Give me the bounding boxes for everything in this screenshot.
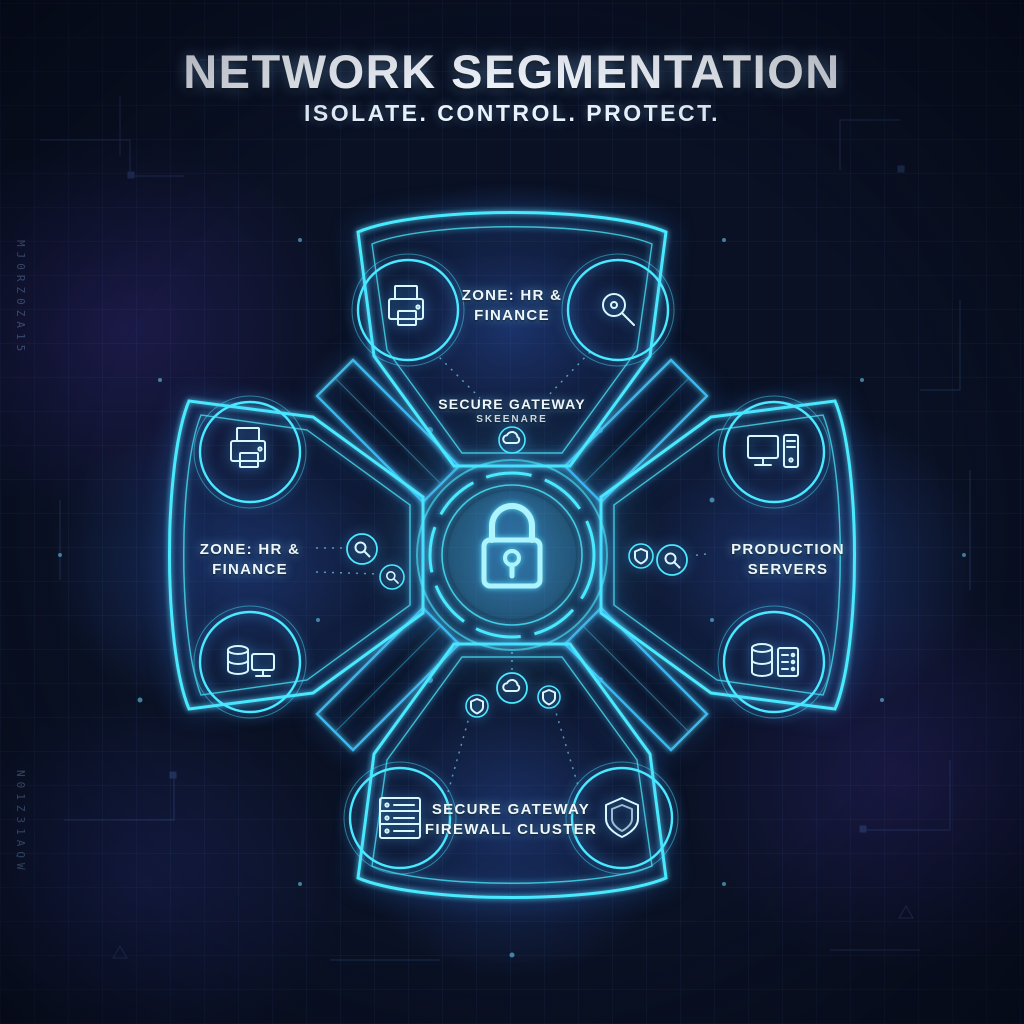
shield-bottom <box>356 642 668 899</box>
shield-icon <box>465 694 489 718</box>
zone-right-label: PRODUCTION SERVERS <box>731 540 845 579</box>
page-title: NETWORK SEGMENTATION <box>183 45 841 98</box>
zone-top-label-line2: FINANCE <box>474 306 550 324</box>
circuit-decor <box>40 59 971 961</box>
cloud-icon <box>498 426 526 454</box>
central-hub <box>416 459 608 651</box>
dashed-connectors <box>315 351 707 793</box>
desktop-computer-icon <box>717 395 831 509</box>
workstation-database-icon <box>193 605 307 719</box>
search-icon <box>379 564 405 590</box>
shield-top <box>356 211 668 468</box>
shield-icon <box>628 543 654 569</box>
zone-left-label-line2: FINANCE <box>212 560 288 578</box>
zone-icons <box>193 253 831 875</box>
page-subtitle: ISOLATE. CONTROL. PROTECT. <box>304 100 720 126</box>
shield-icon <box>537 685 561 709</box>
search-icon <box>656 544 688 576</box>
top-gateway-line1: SECURE GATEWAY <box>438 396 586 412</box>
top-gateway-label: SECURE GATEWAY SKEENARE <box>438 396 586 425</box>
search-icon <box>561 253 675 367</box>
segmentation-beams <box>315 358 709 752</box>
zone-right-label-line2: SERVERS <box>747 560 829 578</box>
zone-bottom-label-line1: SECURE GATEWAY <box>431 801 591 818</box>
zone-top-label: ZONE: HR & FINANCE <box>462 286 563 325</box>
top-gateway-line2: SKEENARE <box>476 414 548 425</box>
printer-icon <box>193 395 307 509</box>
zone-top-label-line1: ZONE: HR & <box>461 287 563 304</box>
server-rack-icon <box>343 761 457 875</box>
hub-badges <box>346 426 688 718</box>
zone-left-label: ZONE: HR & FINANCE <box>200 540 301 579</box>
zone-bottom-label-line2: FIREWALL CLUSTER <box>424 820 598 838</box>
shield-icon <box>565 761 679 875</box>
decorative-code-text: N01Z31AQW <box>14 770 27 875</box>
zone-bottom-label: SECURE GATEWAY FIREWALL CLUSTER <box>425 800 597 839</box>
database-server-icon <box>717 605 831 719</box>
search-icon <box>346 533 378 565</box>
padlock-icon <box>481 503 543 589</box>
zone-shields <box>168 211 856 899</box>
cloud-icon <box>496 672 528 704</box>
decorative-code-text: MJ0RZ0ZA15 <box>14 240 27 357</box>
zone-right-label-line1: PRODUCTION <box>731 541 845 558</box>
zone-left-label-line1: ZONE: HR & <box>199 541 301 558</box>
printer-icon <box>351 253 465 367</box>
